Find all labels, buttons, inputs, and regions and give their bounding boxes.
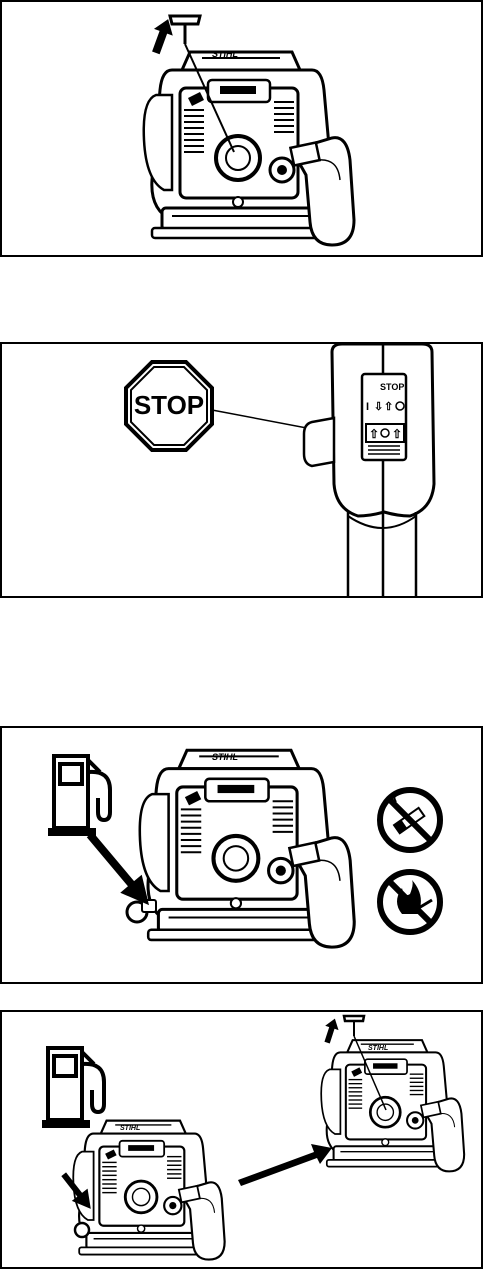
transition-arrow-icon xyxy=(238,1144,332,1186)
panel-stop-switch: STOP STOP I ⇩ ⇧ ⇧ ⇧ xyxy=(0,342,483,598)
brand-logo: STIHL xyxy=(120,1125,140,1132)
svg-text:⇩: ⇩ xyxy=(374,401,383,413)
svg-text:⇧: ⇧ xyxy=(392,427,402,441)
panel-refuel-and-start: STIHL STIHL xyxy=(0,1010,483,1269)
brand-logo: STIHL xyxy=(212,752,238,762)
no-smoking-icon xyxy=(380,790,440,850)
no-open-flame-icon xyxy=(380,872,440,932)
svg-text:⇧: ⇧ xyxy=(384,401,393,413)
blower-icon xyxy=(73,1121,224,1260)
fuel-pump-icon xyxy=(48,756,110,836)
svg-text:I: I xyxy=(366,401,369,413)
switch-label: STOP xyxy=(380,382,404,392)
svg-text:STOP: STOP xyxy=(134,390,204,420)
stop-sign-icon: STOP xyxy=(126,362,212,450)
panel-pull-start: STIHL xyxy=(0,0,483,257)
svg-text:⇧: ⇧ xyxy=(369,427,379,441)
brand-logo: STIHL xyxy=(368,1045,388,1052)
fuel-pump-icon xyxy=(42,1048,104,1128)
fuel-cap-icon xyxy=(127,900,156,922)
blower-icon xyxy=(144,52,354,245)
pull-arrow-icon xyxy=(320,1016,341,1044)
stop-switch-icon: STOP I ⇩ ⇧ ⇧ ⇧ xyxy=(304,344,434,596)
fuel-cap-icon xyxy=(75,1223,89,1237)
blower-icon xyxy=(140,750,354,947)
blower-icon xyxy=(321,1040,464,1171)
brand-logo: STIHL xyxy=(212,49,238,59)
panel-refuel: STIHL xyxy=(0,726,483,984)
